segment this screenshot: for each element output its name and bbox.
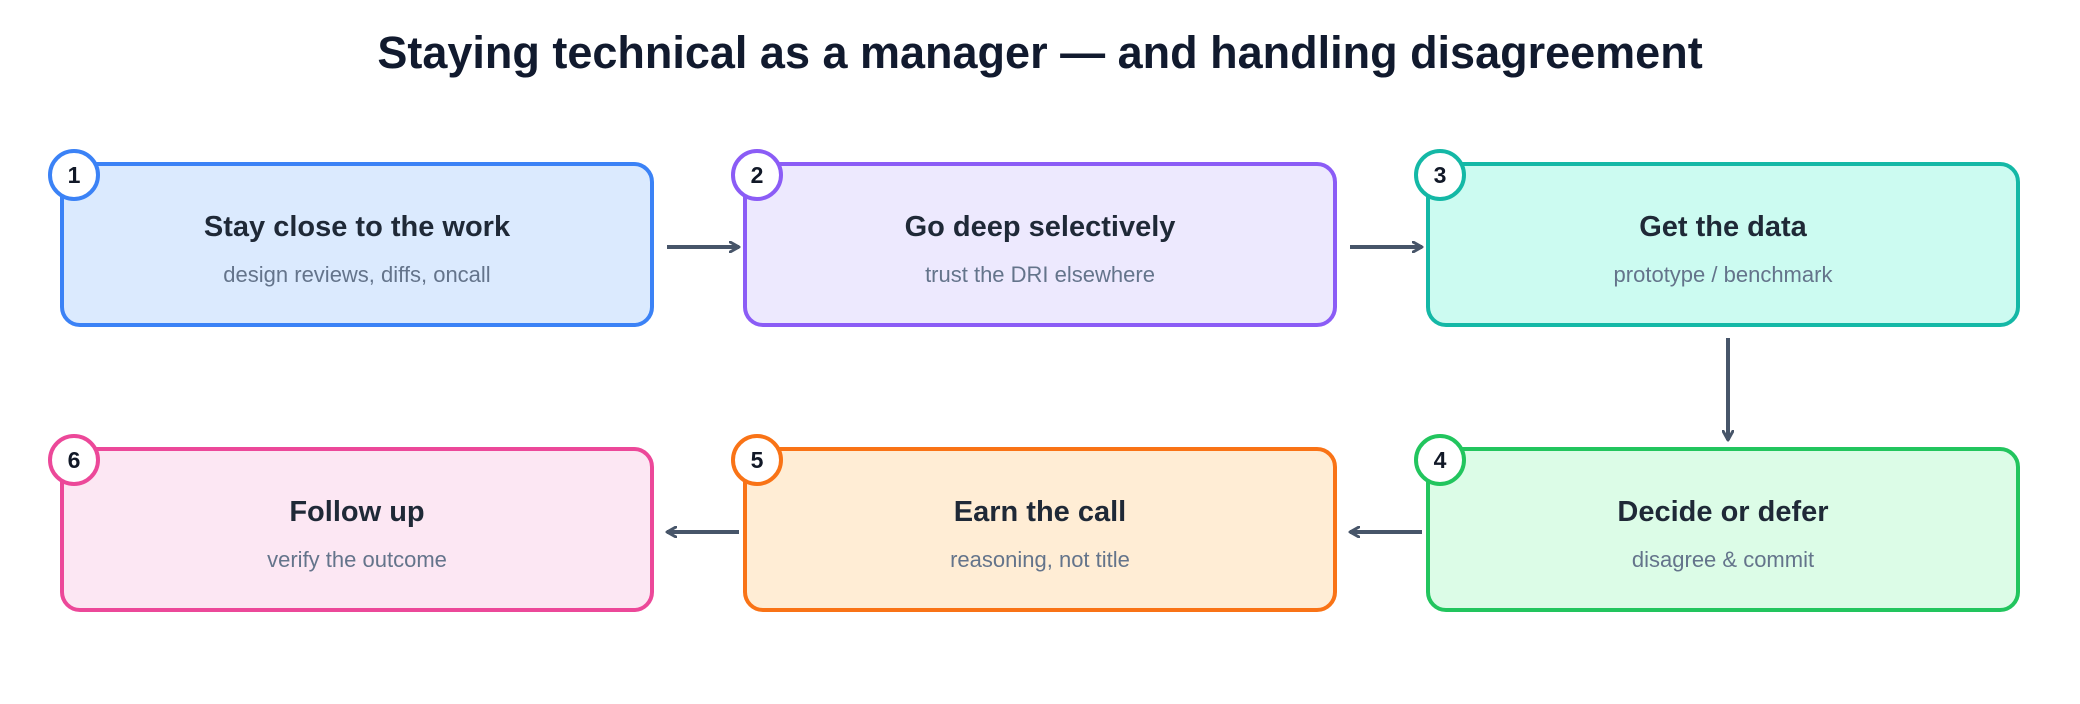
step-number-badge: 2 xyxy=(731,149,783,201)
step-decide-or-defer: Decide or defer disagree & commit xyxy=(1426,447,2020,612)
step-description: prototype / benchmark xyxy=(1613,262,1833,287)
step-description: verify the outcome xyxy=(267,547,447,572)
step-label: Earn the call xyxy=(953,496,1127,528)
step-number-badge: 5 xyxy=(731,434,783,486)
step-description: disagree & commit xyxy=(1631,547,1815,572)
step-number-badge: 3 xyxy=(1414,149,1466,201)
diagram-title: Staying technical as a manager — and han… xyxy=(377,27,1703,78)
step-label: Get the data xyxy=(1639,211,1807,243)
step-earn-the-call: Earn the call reasoning, not title xyxy=(743,447,1337,612)
step-description: design reviews, diffs, oncall xyxy=(223,262,491,287)
step-number-badge: 6 xyxy=(48,434,100,486)
step-go-deep-selectively: Go deep selectively trust the DRI elsewh… xyxy=(743,162,1337,327)
step-description: trust the DRI elsewhere xyxy=(925,262,1155,287)
step-description: reasoning, not title xyxy=(950,547,1130,572)
step-number-badge: 4 xyxy=(1414,434,1466,486)
step-get-the-data: Get the data prototype / benchmark xyxy=(1426,162,2020,327)
step-label: Stay close to the work xyxy=(203,211,511,243)
step-label: Follow up xyxy=(289,496,425,528)
step-label: Go deep selectively xyxy=(904,211,1176,243)
step-stay-close-to-the-work: Stay close to the work design reviews, d… xyxy=(60,162,654,327)
step-number-badge: 1 xyxy=(48,149,100,201)
step-follow-up: Follow up verify the outcome xyxy=(60,447,654,612)
step-label: Decide or defer xyxy=(1617,496,1829,528)
